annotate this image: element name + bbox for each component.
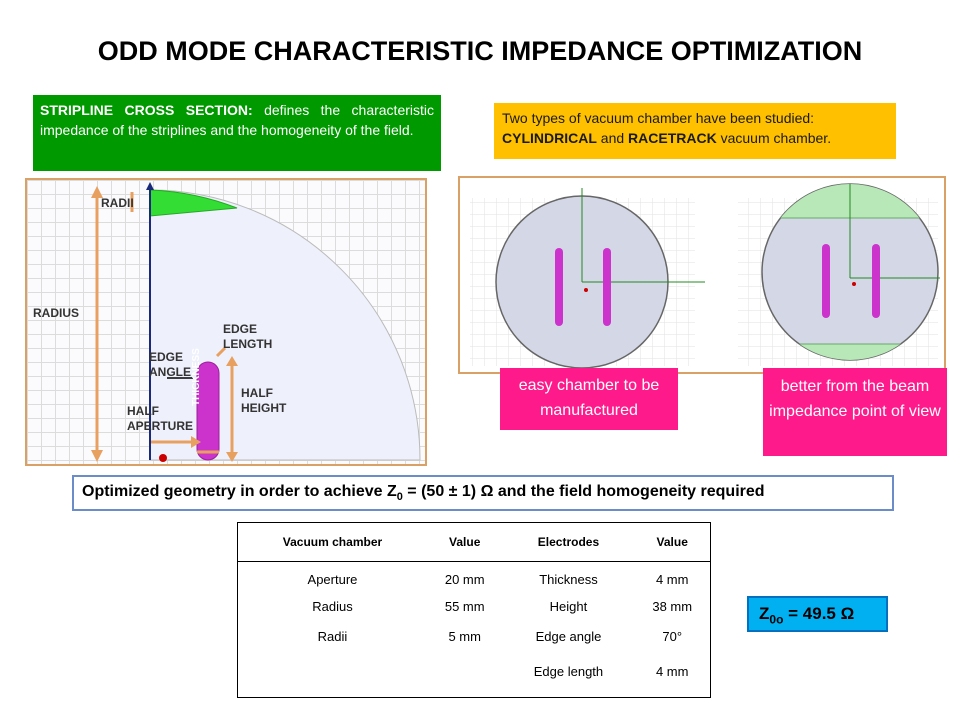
optimization-prefix: Optimized geometry in order to achieve Z <box>82 483 397 500</box>
racetrack-beam <box>852 282 856 286</box>
table-row: Radii 5 mm Edge angle 70° <box>238 621 710 651</box>
table-header-row: Vacuum chamber Value Electrodes Value <box>238 523 710 562</box>
chamber-types-description: Two types of vacuum chamber have been st… <box>494 103 896 159</box>
table-row: Radius 55 mm Height 38 mm <box>238 591 710 621</box>
result-subscript: 0o <box>769 612 784 627</box>
optimization-suffix: = (50 ± 1) Ω and the field homogeneity r… <box>402 483 765 500</box>
table-cell: Aperture <box>307 571 358 587</box>
cylindrical-note: easy chamber to be manufactured <box>500 368 678 430</box>
cylindrical-electrode-left <box>555 248 563 326</box>
header-value-2: Value <box>634 523 710 562</box>
electrode-shape <box>196 361 220 461</box>
table-cell <box>238 651 427 691</box>
result-impedance: Z0o = 49.5 Ω <box>747 596 888 632</box>
page-title: ODD MODE CHARACTERISTIC IMPEDANCE OPTIMI… <box>97 36 863 66</box>
table-cell: Radius <box>312 598 353 614</box>
chamber-type-cylindrical: CYLINDRICAL <box>502 130 597 146</box>
racetrack-electrode-right <box>872 244 880 318</box>
cylindrical-electrode-right <box>603 248 611 326</box>
label-edge-length: EDGE LENGTH <box>223 322 273 351</box>
chamber-types-intro: Two types of vacuum chamber have been st… <box>502 110 815 126</box>
geometry-table: Vacuum chamber Value Electrodes Value Ap… <box>237 522 711 698</box>
optimization-subscript: 0 <box>396 491 403 504</box>
racetrack-electrode-left <box>822 244 830 318</box>
table-cell: Edge length <box>533 663 604 679</box>
result-z: Z <box>759 604 770 623</box>
radii-region <box>149 189 238 217</box>
cross-section-diagram: RADII RADIUS EDGE LENGTH EDGE ANGLE HALF… <box>25 178 427 466</box>
chamber-types-tail: vacuum chamber. <box>716 130 832 146</box>
table-row: Edge length 4 mm <box>238 651 710 691</box>
chamber-comparison-panel <box>458 176 946 374</box>
label-half-aperture: HALF APERTURE <box>127 404 194 433</box>
table-cell: 5 mm <box>448 628 481 644</box>
table-cell: Radii <box>317 628 348 644</box>
stripline-description: STRIPLINE CROSS SECTION: defines the cha… <box>33 95 441 171</box>
table-cell: 20 mm <box>444 571 485 587</box>
label-radii: RADII <box>101 196 134 210</box>
stripline-text: defines the characteristic impedance of … <box>40 102 435 138</box>
label-thickness: THICKNESS <box>191 348 202 406</box>
header-electrodes: Electrodes <box>502 523 635 562</box>
label-radius: RADIUS <box>33 306 80 320</box>
table-cell: Height <box>549 598 588 614</box>
dimension-arrows <box>91 186 238 462</box>
table-cell <box>427 651 503 691</box>
result-value: = 49.5 Ω <box>783 604 855 623</box>
chamber-type-racetrack: RACETRACK <box>628 130 717 146</box>
cross-section-drawing <box>91 182 421 462</box>
racetrack-note: better from the beam impedance point of … <box>763 368 947 456</box>
header-vacuum-chamber: Vacuum chamber <box>238 523 427 562</box>
origin-marker <box>159 454 167 462</box>
chamber-comparison-drawing <box>470 183 940 369</box>
table-row: Aperture 20 mm Thickness 4 mm <box>238 561 710 591</box>
optimization-statement: Optimized geometry in order to achieve Z… <box>72 475 894 511</box>
table-cell: 70° <box>662 628 683 644</box>
table-cell: 4 mm <box>655 663 689 679</box>
y-axis-arrow <box>146 182 154 190</box>
chamber-types-and: and <box>596 130 629 146</box>
header-value-1: Value <box>426 523 503 562</box>
table-cell: 38 mm <box>652 598 693 614</box>
label-half-height: HALF HEIGHT <box>241 386 287 415</box>
cylindrical-beam <box>584 288 588 292</box>
table-cell: Edge angle <box>535 628 602 644</box>
table-cell: Thickness <box>539 571 598 587</box>
table-cell: 55 mm <box>444 598 485 614</box>
table-cell: 4 mm <box>655 571 689 587</box>
stripline-heading: STRIPLINE CROSS SECTION: <box>40 102 253 118</box>
label-edge-angle: EDGE ANGLE <box>149 350 191 379</box>
